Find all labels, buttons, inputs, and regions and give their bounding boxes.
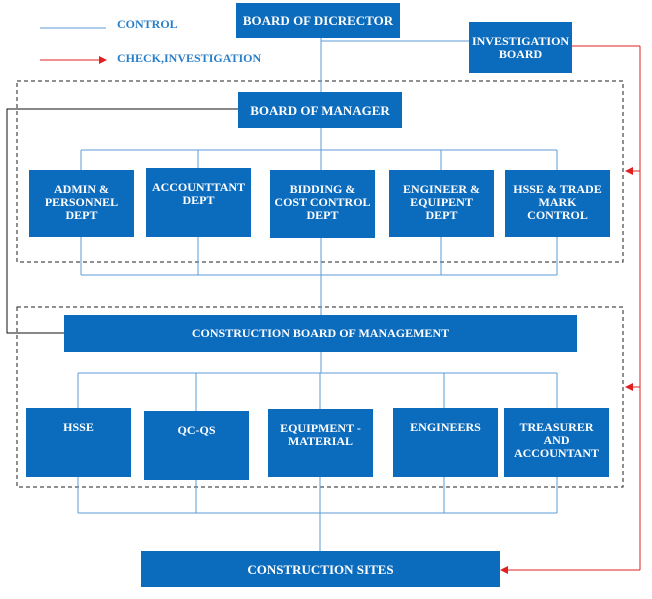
hsse-node: HSSE	[26, 408, 131, 477]
accountant-dept-node: ACCOUNTTANT DEPT	[146, 168, 251, 237]
engineers-node: ENGINEERS	[393, 408, 498, 477]
engineer-equipment-dept-node: ENGINEER & EQUIPENT DEPT	[389, 170, 494, 237]
board-of-director-node: BOARD OF DICRECTOR	[236, 3, 400, 38]
check-connectors	[500, 45, 641, 574]
control-connectors	[77, 38, 558, 551]
bidding-cost-control-dept-node: BIDDING & COST CONTROL DEPT	[270, 170, 375, 238]
construction-board-node: CONSTRUCTION BOARD OF MANAGEMENT	[64, 315, 577, 352]
board-of-manager-node: BOARD OF MANAGER	[238, 92, 402, 128]
admin-personnel-dept-node: ADMIN & PERSONNEL DEPT	[29, 170, 134, 237]
hsse-trademark-control-node: HSSE & TRADE MARK CONTROL	[505, 170, 610, 237]
treasurer-accountant-node: TREASURER AND ACCOUNTANT	[504, 408, 609, 477]
legend-control-label: CONTROL	[117, 17, 178, 31]
investigation-board-node: INVESTIGATION BOARD	[469, 22, 572, 73]
legend-check-label: CHECK,INVESTIGATION	[117, 51, 262, 65]
manager-to-construction-link	[6, 108, 238, 334]
construction-sites-node: CONSTRUCTION SITES	[141, 551, 500, 587]
management-group-frame	[16, 80, 624, 263]
equipment-material-node: EQUIPMENT - MATERIAL	[268, 409, 373, 477]
qc-qs-node: QC-QS	[144, 411, 249, 480]
